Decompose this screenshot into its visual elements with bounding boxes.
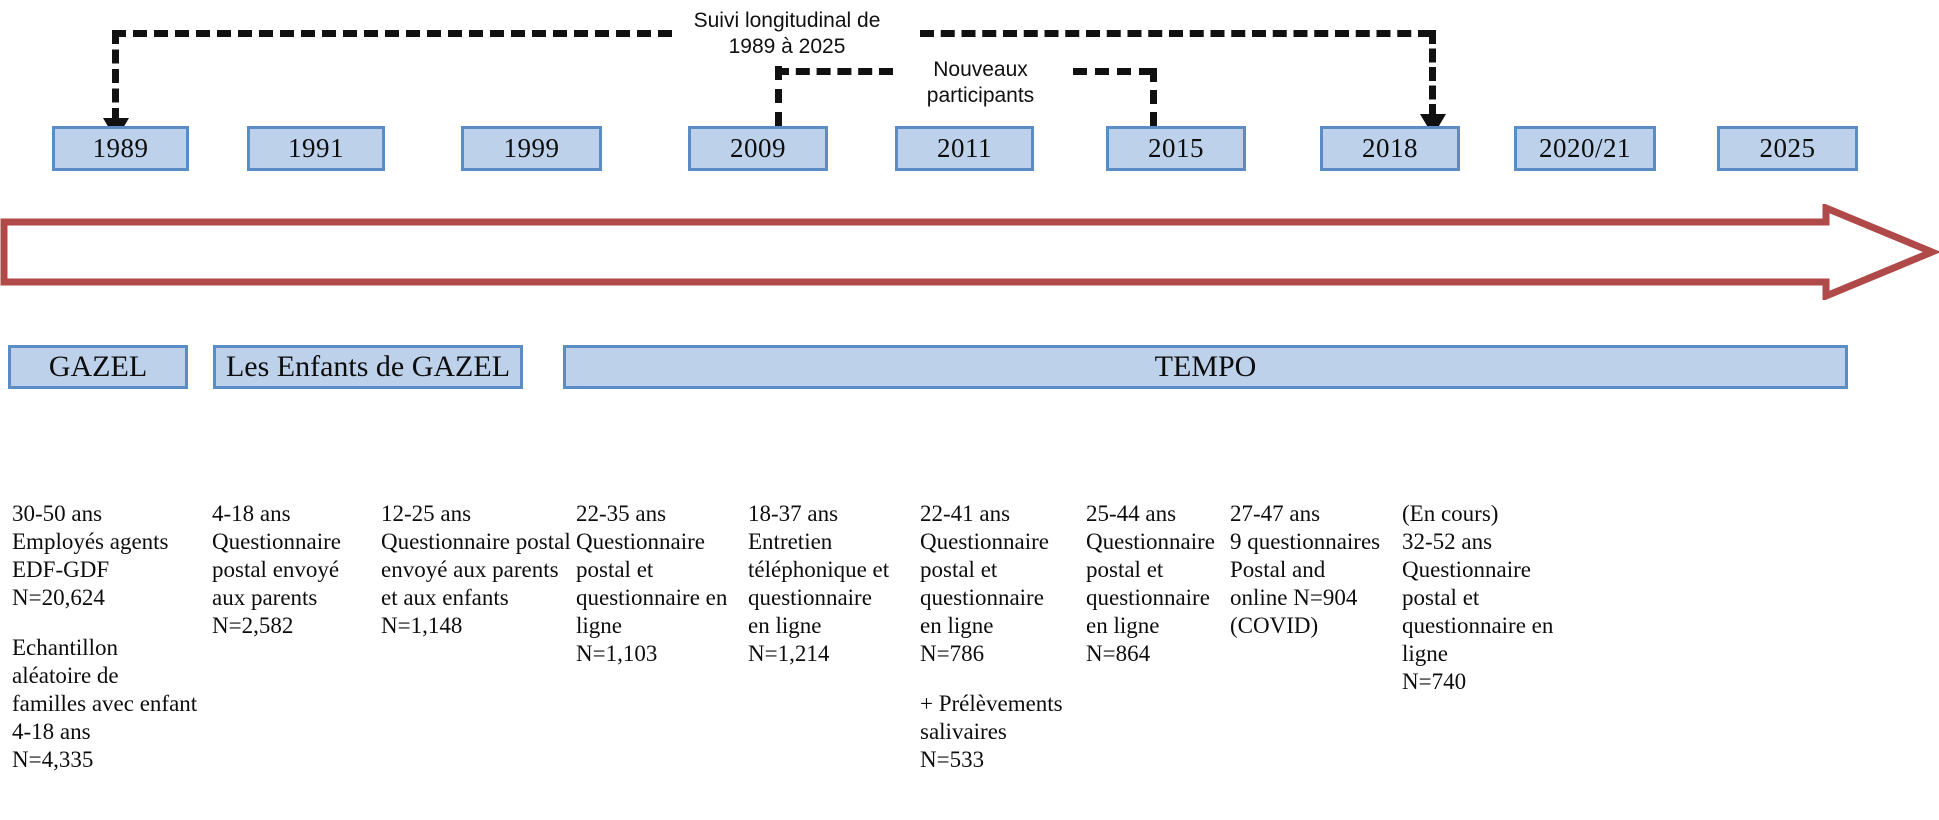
description-block: + Prélèvements salivaires N=533	[920, 691, 1063, 773]
year-box-2018[interactable]: 2018	[1320, 126, 1460, 171]
year-box-1989[interactable]: 1989	[52, 126, 189, 171]
year-box-1991[interactable]: 1991	[247, 126, 385, 171]
description-column-8: 27-47 ans 9 questionnaires Postal and on…	[1230, 500, 1400, 640]
study-box-les-enfants-de-gazel[interactable]: Les Enfants de GAZEL	[213, 345, 523, 389]
description-block: Echantillon aléatoire de familles avec e…	[12, 635, 198, 773]
longitudinal-label: Suivi longitudinal de 1989 à 2025	[693, 9, 881, 59]
new-participants-label: Nouveaux participants	[926, 58, 1035, 108]
description-block: 27-47 ans 9 questionnaires Postal and on…	[1230, 501, 1381, 639]
description-column-2: 4-18 ans Questionnaire postal envoyé aux…	[212, 500, 377, 640]
new-participants-dash-down-2018	[1150, 68, 1157, 126]
year-box-2011[interactable]: 2011	[895, 126, 1034, 171]
description-block: 25-44 ans Questionnaire postal et questi…	[1086, 501, 1216, 667]
longitudinal-dash-left	[112, 30, 672, 37]
new-participants-dash-up-2011	[775, 66, 782, 126]
description-block: 22-41 ans Questionnaire postal et questi…	[920, 501, 1050, 667]
new-participants-dash-left	[775, 68, 893, 75]
study-box-gazel[interactable]: GAZEL	[8, 345, 188, 389]
description-column-7: 25-44 ans Questionnaire postal et questi…	[1086, 500, 1241, 668]
description-column-9: (En cours) 32-52 ans Questionnaire posta…	[1402, 500, 1582, 696]
description-block: 18-37 ans Entretien téléphonique et ques…	[748, 501, 890, 667]
description-column-5: 18-37 ans Entretien téléphonique et ques…	[748, 500, 918, 668]
description-block: 4-18 ans Questionnaire postal envoyé aux…	[212, 501, 342, 639]
description-column-1: 30-50 ans Employés agents EDF-GDF N=20,6…	[12, 500, 202, 774]
time-axis-arrow	[0, 204, 1939, 300]
year-box-2020-21[interactable]: 2020/21	[1514, 126, 1656, 171]
description-column-4: 22-35 ans Questionnaire postal et questi…	[576, 500, 741, 668]
new-participants-dash-right	[1073, 68, 1153, 75]
arrow-band-shape	[0, 204, 1939, 300]
year-box-2015[interactable]: 2015	[1106, 126, 1246, 171]
year-box-2025[interactable]: 2025	[1717, 126, 1858, 171]
longitudinal-dash-down-2025	[1429, 30, 1436, 118]
study-box-tempo[interactable]: TEMPO	[563, 345, 1848, 389]
description-column-3: 12-25 ans Questionnaire postal envoyé au…	[381, 500, 571, 640]
year-box-1999[interactable]: 1999	[461, 126, 602, 171]
description-block: 30-50 ans Employés agents EDF-GDF N=20,6…	[12, 501, 169, 611]
description-block: 12-25 ans Questionnaire postal envoyé au…	[381, 501, 571, 639]
year-box-2009[interactable]: 2009	[688, 126, 828, 171]
description-block: (En cours) 32-52 ans Questionnaire posta…	[1402, 501, 1554, 695]
description-block: 22-35 ans Questionnaire postal et questi…	[576, 501, 728, 667]
description-column-6: 22-41 ans Questionnaire postal et questi…	[920, 500, 1080, 774]
longitudinal-dash-right	[920, 30, 1432, 37]
longitudinal-dash-down-1989	[112, 30, 119, 122]
